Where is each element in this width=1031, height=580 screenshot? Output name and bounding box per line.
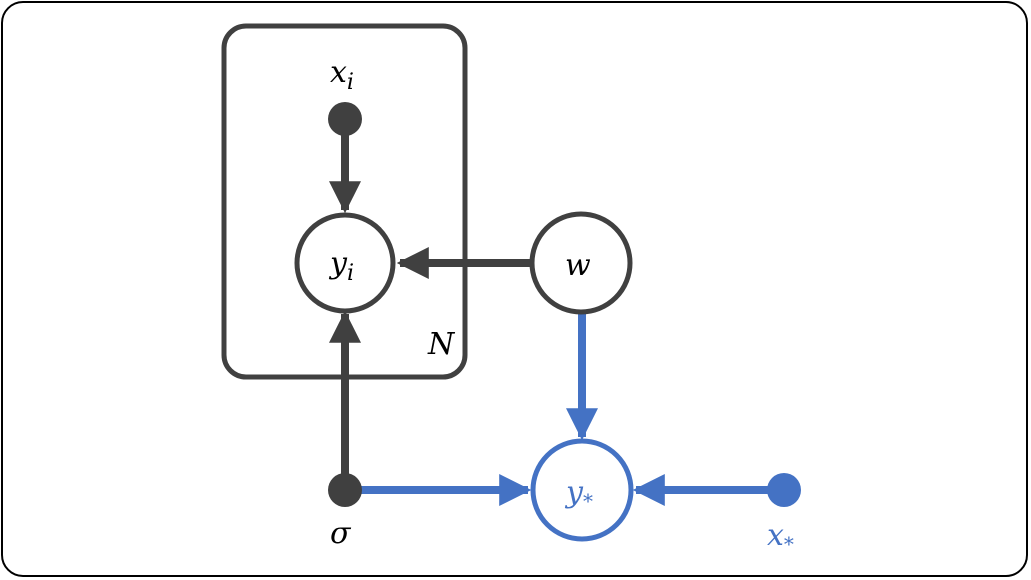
node-y-i-label: yi bbox=[328, 246, 354, 286]
node-y-i bbox=[294, 212, 396, 314]
node-w bbox=[529, 211, 633, 315]
node-x-star-point bbox=[767, 473, 801, 507]
plate-label: N bbox=[427, 327, 456, 362]
node-x-i-point bbox=[328, 102, 362, 136]
node-sigma-point bbox=[328, 473, 362, 507]
node-x-i-label: xi bbox=[330, 55, 354, 95]
node-y-star-label: y* bbox=[564, 475, 593, 513]
node-y-star bbox=[530, 438, 634, 542]
node-x-star-label: x* bbox=[767, 518, 794, 556]
node-sigma-label: σ bbox=[330, 516, 352, 551]
node-w-label: w bbox=[565, 248, 591, 283]
